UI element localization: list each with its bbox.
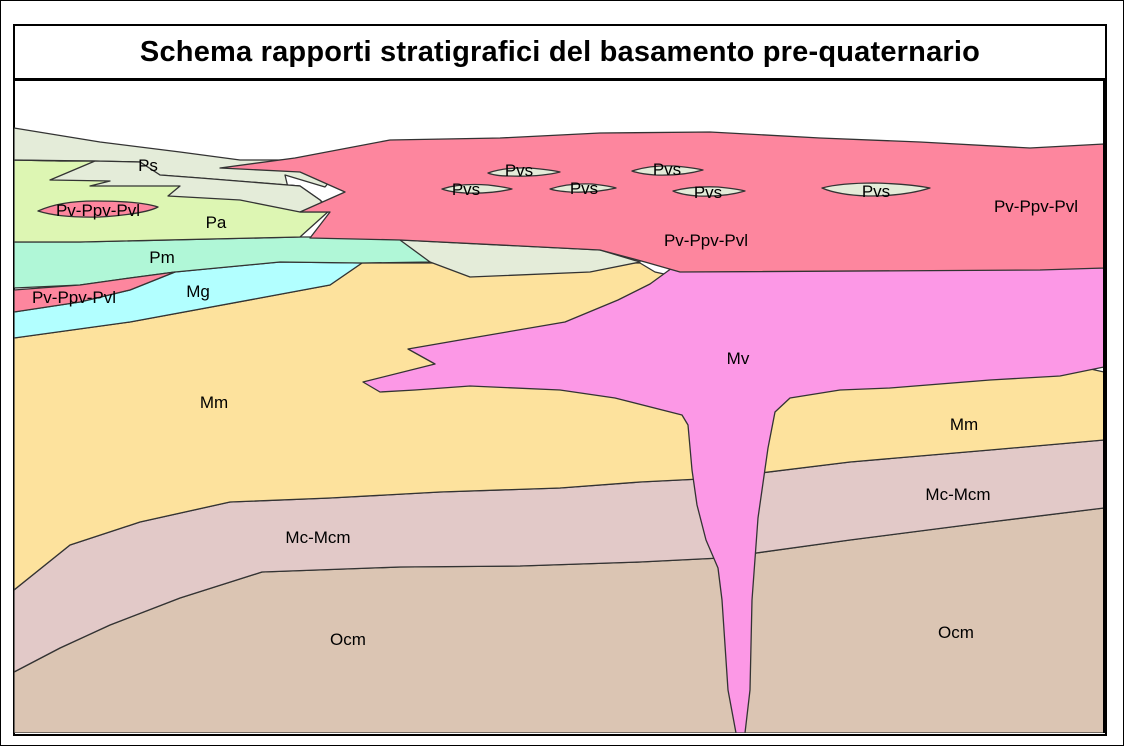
title-bar: Schema rapporti stratigrafici del basame…: [15, 26, 1105, 81]
label-pvs-2: Pvs: [452, 180, 480, 199]
unit-labels: Ps Pa Pv-Ppv-Pvl Pm Mg Pv-Ppv-Pvl Mm Mv …: [32, 156, 1078, 649]
unit-pvs-lens-1: [487, 167, 561, 177]
label-pvs-6: Pvs: [862, 182, 890, 201]
label-ocm-right: Ocm: [938, 623, 974, 642]
label-pm: Pm: [149, 248, 175, 267]
unit-pvs-lens-2: [441, 183, 513, 194]
label-mm-right: Mm: [950, 415, 978, 434]
label-pa: Pa: [206, 213, 227, 232]
diagram-title: Schema rapporti stratigrafici del basame…: [139, 35, 981, 68]
label-pv-lens-upper: Pv-Ppv-Pvl: [56, 201, 140, 220]
unit-pvs-lens-6: [821, 182, 931, 197]
label-pv-right: Pv-Ppv-Pvl: [994, 197, 1078, 216]
label-mv: Mv: [727, 349, 750, 368]
unit-pv-lens-upper: [37, 200, 159, 218]
label-pvs-4: Pvs: [653, 160, 681, 179]
label-pvs-1: Pvs: [505, 161, 533, 180]
label-mc-mcm-left: Mc-Mcm: [285, 528, 350, 547]
label-pv-main: Pv-Ppv-Pvl: [664, 231, 748, 250]
label-pvs-3: Pvs: [570, 179, 598, 198]
unit-pvs-lens-3: [549, 183, 617, 193]
label-mc-mcm-right: Mc-Mcm: [925, 485, 990, 504]
label-ocm-left: Ocm: [330, 630, 366, 649]
label-pv-lens-lower: Pv-Ppv-Pvl: [32, 288, 116, 307]
unit-pvs-lens-4: [631, 165, 704, 176]
unit-pv-ppv-pvl: [219, 131, 1104, 273]
unit-mv: [362, 267, 1104, 733]
unit-pvs-lens-5: [672, 186, 746, 197]
label-mg: Mg: [186, 282, 210, 301]
label-ps: Ps: [138, 156, 158, 175]
label-pvs-5: Pvs: [694, 183, 722, 202]
unit-pv-lens-lower: [14, 271, 176, 313]
label-mm-left: Mm: [200, 393, 228, 412]
